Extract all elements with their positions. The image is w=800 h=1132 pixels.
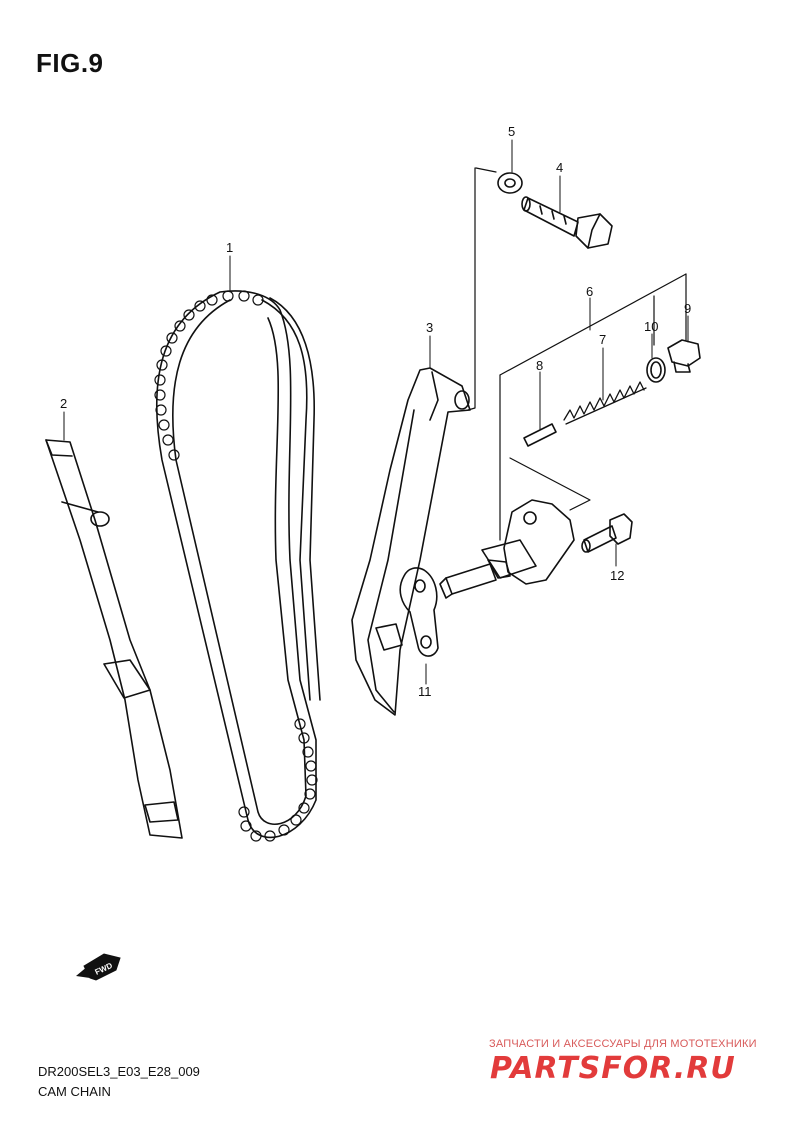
- callout-10: 10: [644, 319, 658, 334]
- callout-4: 4: [556, 160, 563, 175]
- callout-1: 1: [226, 240, 233, 255]
- cam-chain-guide: [45, 439, 183, 839]
- pivot-bolt: [521, 196, 613, 249]
- reference-bracket: [467, 167, 687, 541]
- o-ring: [646, 357, 666, 383]
- cam-chain: [154, 290, 321, 842]
- tensioner-spring: [563, 381, 647, 425]
- tensioner-pin: [523, 423, 557, 447]
- callout-3: 3: [426, 320, 433, 335]
- callout-12: 12: [610, 568, 624, 583]
- callout-2: 2: [60, 396, 67, 411]
- callout-11: 11: [418, 684, 432, 699]
- cam-chain-tensioner-guide: [351, 367, 471, 716]
- watermark-brand-logo: PARTSFOR.RU: [490, 1051, 736, 1086]
- diagram-caption: CAM CHAIN: [38, 1084, 111, 1099]
- cam-chain-tensioner-body: [439, 499, 575, 599]
- callout-8: 8: [536, 358, 543, 373]
- callout-9: 9: [684, 301, 691, 316]
- tensioner-gasket: [399, 567, 439, 657]
- leader-lines: [63, 139, 689, 685]
- drawing-code: DR200SEL3_E03_E28_009: [38, 1064, 200, 1079]
- washer: [497, 172, 523, 194]
- tensioner-mounting-bolt: [581, 513, 633, 553]
- callout-5: 5: [508, 124, 515, 139]
- watermark-tagline: ЗАПЧАСТИ И АКСЕССУАРЫ ДЛЯ МОТОТЕХНИКИ: [489, 1038, 757, 1050]
- figure-title: FIG.9: [36, 48, 104, 78]
- callout-6: 6: [586, 284, 593, 299]
- tensioner-cap-bolt: [667, 339, 701, 373]
- callout-7: 7: [599, 332, 606, 347]
- forward-arrow-icon: FWD: [76, 953, 121, 981]
